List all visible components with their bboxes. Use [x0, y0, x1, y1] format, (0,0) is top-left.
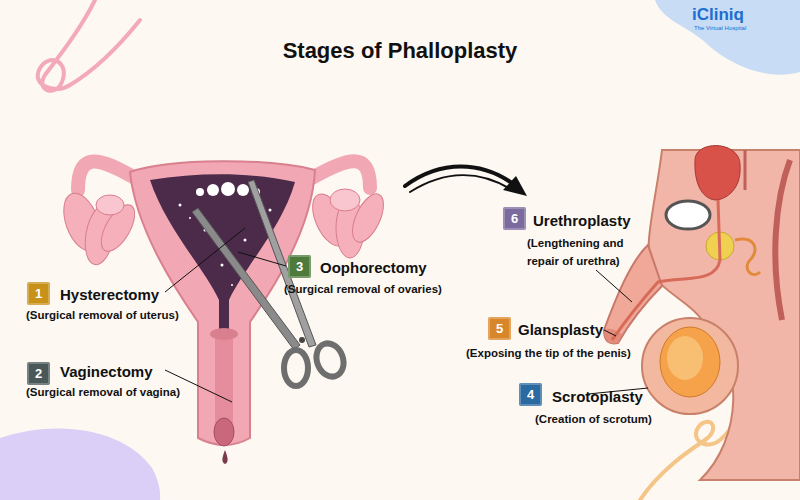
- cervix: [210, 328, 238, 340]
- ureter: [744, 150, 747, 190]
- drop: [222, 450, 227, 464]
- logo-tagline: The Virtual Hospital: [694, 25, 746, 31]
- uterus-body: [130, 161, 315, 445]
- step-name: Glansplasty: [518, 321, 603, 338]
- blue-blob: [655, 0, 800, 75]
- step-description: (Surgical removal of vagina): [26, 383, 180, 401]
- ovary: [96, 195, 124, 215]
- star-dot: [244, 239, 247, 242]
- arrow-stroke: [410, 175, 512, 192]
- step-badge: 2: [27, 362, 50, 385]
- step-name: Vaginectomy: [60, 363, 153, 380]
- step-badge: 5: [488, 317, 511, 340]
- callout-number: 6: [511, 211, 518, 226]
- moon-dot: [196, 188, 204, 196]
- step-description: (Surgical removal of ovaries): [284, 280, 442, 298]
- step-description: (Surgical removal of uterus): [26, 306, 179, 324]
- diagram-title: Stages of Phalloplasty: [0, 38, 800, 64]
- transition-arrow: [405, 167, 527, 197]
- step-badge: 4: [519, 383, 542, 406]
- purple-blob: [0, 428, 160, 500]
- leader-line: [604, 330, 616, 336]
- body-section: [649, 150, 800, 480]
- star-dot: [221, 264, 224, 267]
- vaginal-opening: [214, 418, 234, 446]
- step-badge: 1: [27, 282, 50, 305]
- logo-text: iCliniq: [692, 5, 744, 25]
- callout-number: 2: [35, 366, 42, 381]
- step-badge: 6: [503, 207, 526, 230]
- arrow-head: [503, 176, 527, 196]
- step-description: (Creation of scrotum): [535, 410, 652, 428]
- ovary: [330, 189, 360, 211]
- ovary-left: [57, 188, 142, 267]
- callout-number: 5: [496, 321, 503, 336]
- step-name: Hysterectomy: [60, 286, 159, 303]
- step-description: (Exposing the tip of the penis): [466, 344, 631, 362]
- pubic-bone: [666, 201, 710, 229]
- leader-line: [238, 252, 286, 266]
- step-badge: 3: [288, 255, 311, 278]
- male-anatomy: [604, 146, 800, 480]
- scissor-pivot: [299, 337, 305, 343]
- scissor-handle: [284, 350, 308, 386]
- step-name: Oophorectomy: [320, 259, 427, 276]
- leader-line: [596, 270, 632, 302]
- star-dot: [231, 284, 233, 286]
- leader-lines: [165, 228, 648, 402]
- star-dot: [189, 217, 191, 219]
- callout-number: 3: [296, 259, 303, 274]
- pink-swirl: [38, 0, 140, 91]
- moon-dot: [237, 184, 249, 196]
- ovary-right: [305, 189, 389, 258]
- step-description: (Lengthening and repair of urethra): [527, 234, 657, 270]
- testis-inner: [667, 336, 703, 380]
- vas-deferens: [735, 239, 760, 275]
- step-name: Scrotoplasty: [552, 388, 643, 405]
- testis: [660, 327, 720, 397]
- callout-number: 1: [35, 286, 42, 301]
- fallopian-tube: [312, 161, 370, 188]
- scrotum: [642, 318, 738, 414]
- star-dot: [269, 209, 272, 212]
- scissor-blade: [248, 180, 316, 347]
- moon-dot: [221, 182, 235, 196]
- leader-line: [165, 228, 245, 292]
- step-name: Urethroplasty: [533, 212, 631, 229]
- star-dot: [179, 204, 182, 207]
- bladder: [695, 146, 740, 200]
- callout-number: 4: [527, 387, 534, 402]
- rectum: [775, 160, 790, 320]
- vaginal-canal: [215, 335, 233, 427]
- scissor-handle: [312, 340, 348, 381]
- moon-dot: [207, 184, 219, 196]
- fallopian-tube: [78, 161, 135, 190]
